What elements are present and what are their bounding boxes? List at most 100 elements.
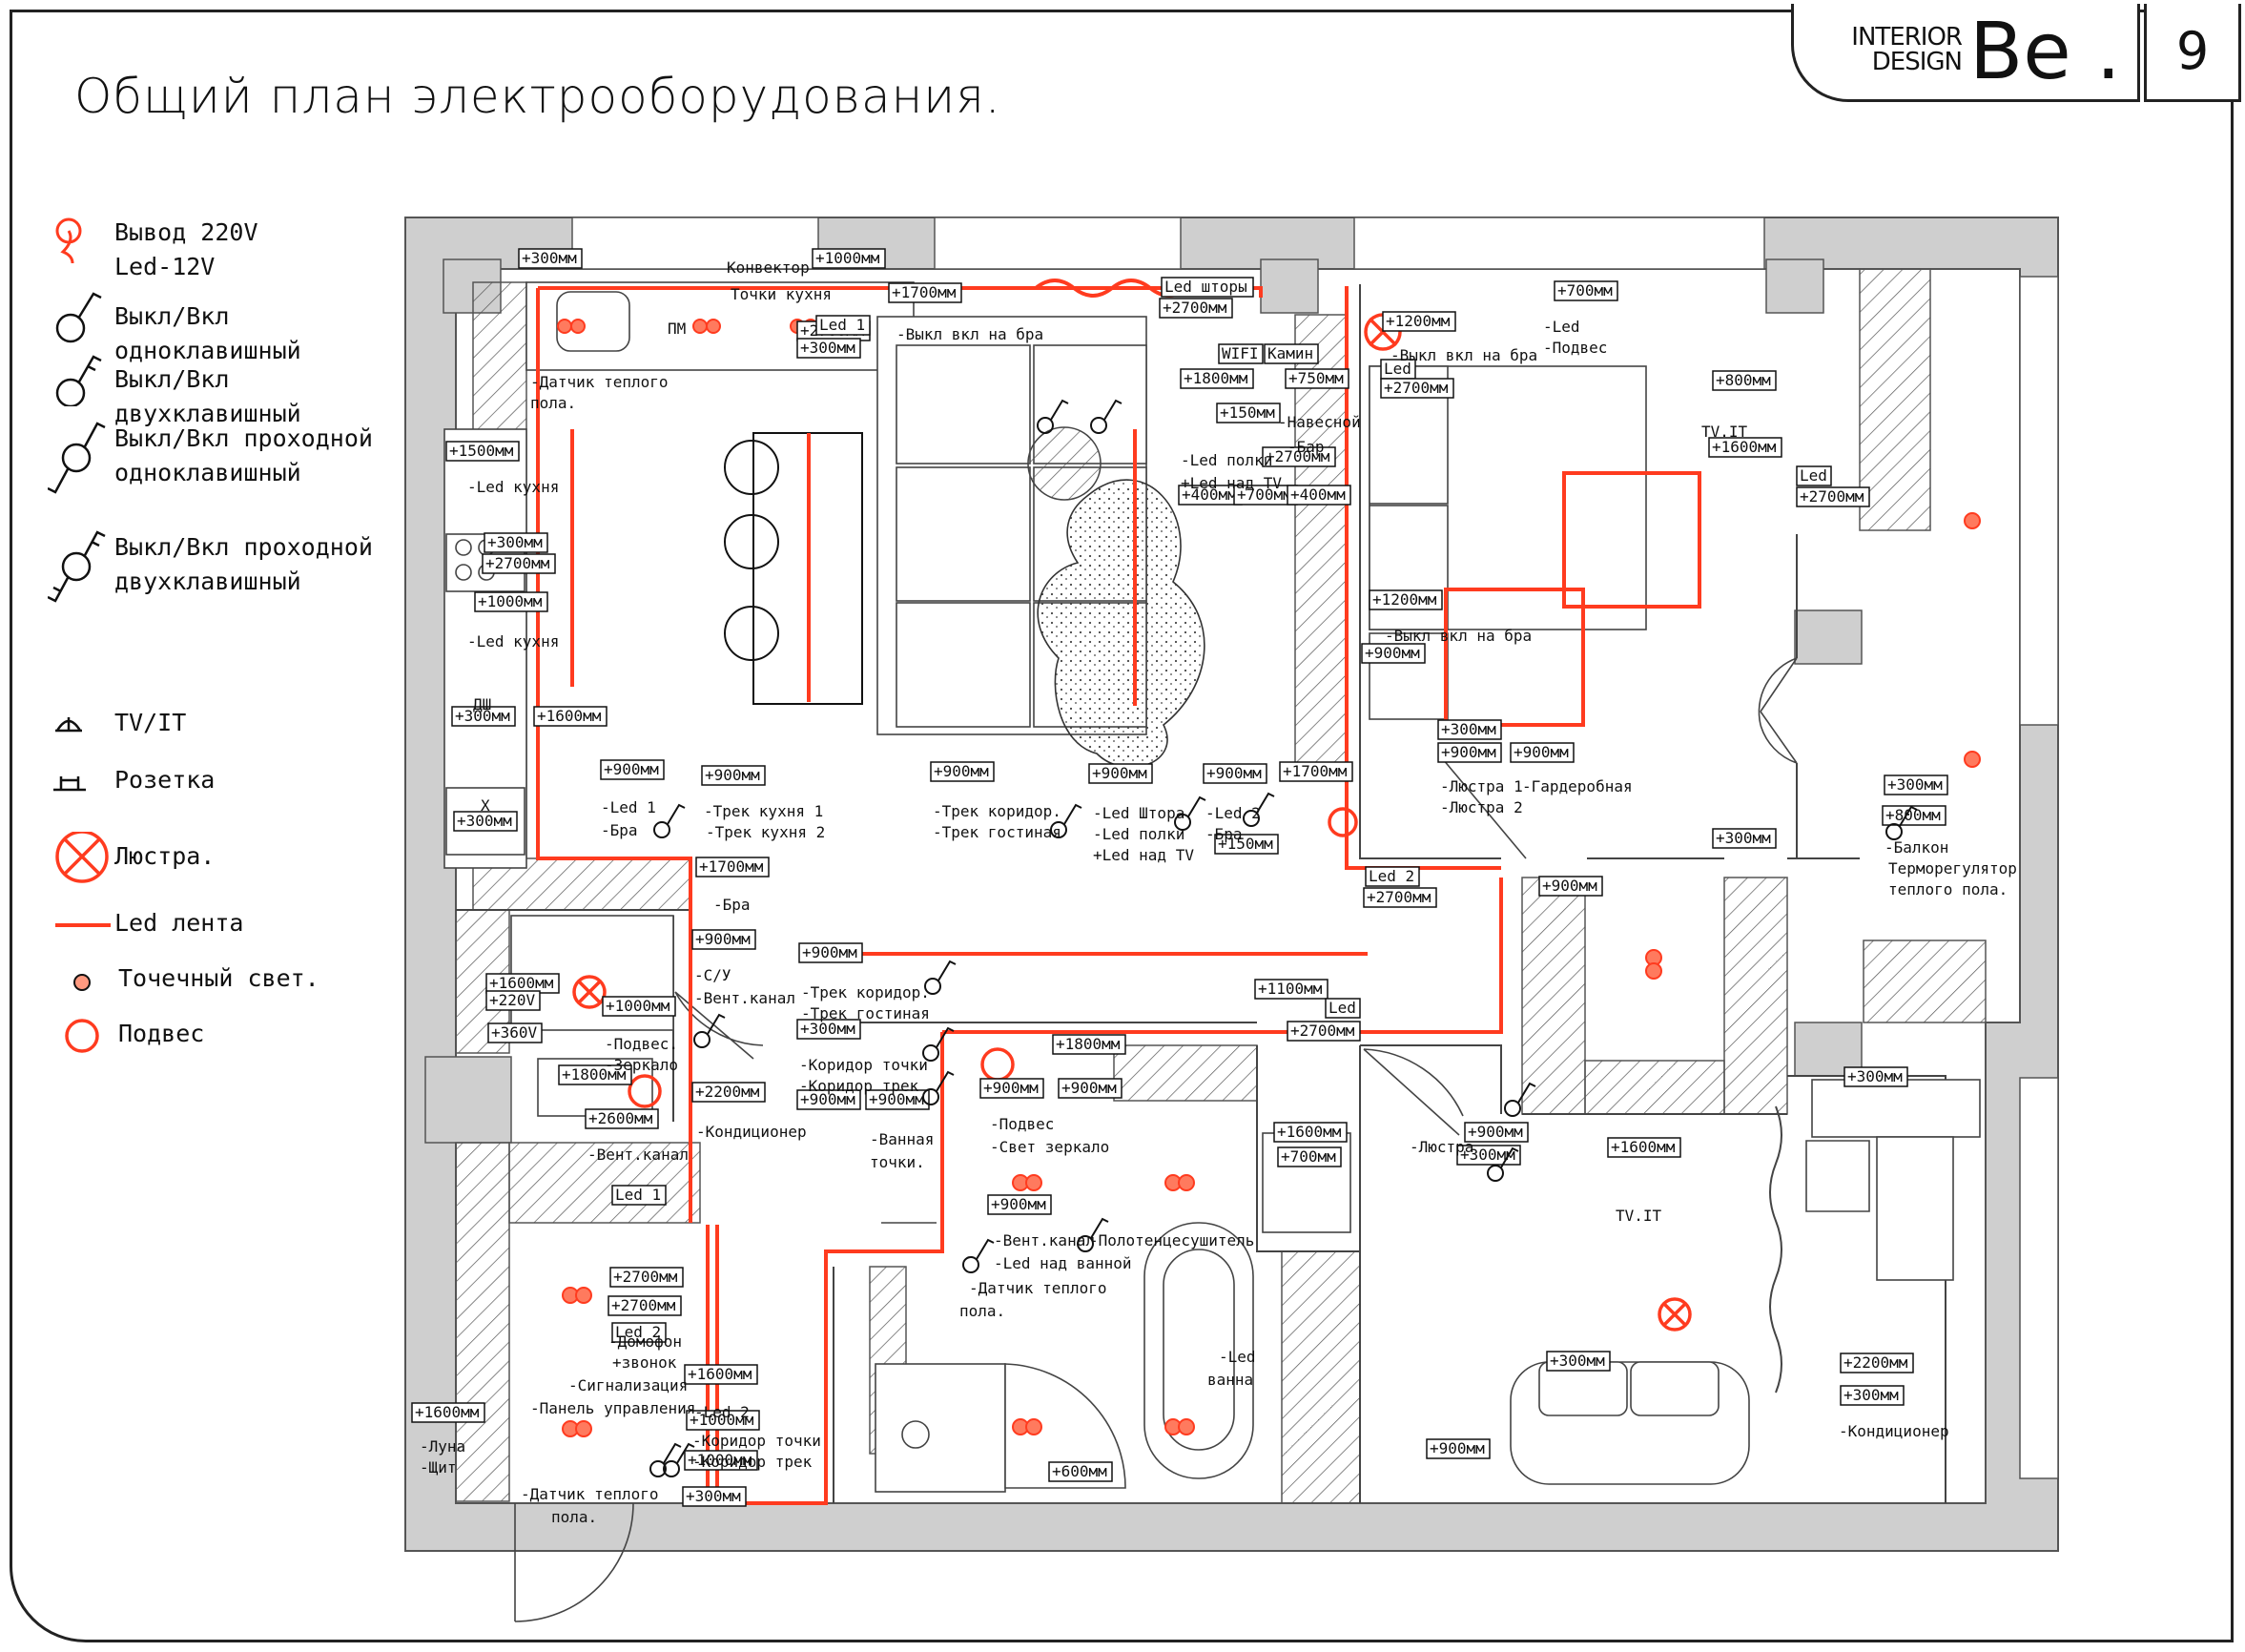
label-box <box>1538 876 1603 897</box>
device-label: TV.IT <box>1616 1207 1662 1225</box>
label-box <box>815 315 871 336</box>
height-label: +360V <box>491 1023 538 1042</box>
label-box <box>1088 763 1153 784</box>
label-box <box>1380 378 1454 399</box>
label-box <box>930 761 995 782</box>
device-label: -Вент.канал <box>994 1231 1095 1249</box>
device-label: теплого пола. <box>1888 880 2008 898</box>
device-label: -Led <box>1543 318 1580 336</box>
page-title: Общий план электрооборудования. <box>74 69 1001 124</box>
switch-icon <box>924 960 957 995</box>
label-box <box>1607 1137 1681 1158</box>
device-label: -Подвес. <box>605 1035 678 1053</box>
label-box <box>1712 828 1777 849</box>
device-label: -Выкл вкл на бра <box>896 325 1043 343</box>
height-label: +1600мм <box>415 1403 480 1421</box>
device-label: -Коридор точки <box>799 1056 928 1074</box>
label-box <box>482 553 556 574</box>
label-box <box>1796 486 1870 507</box>
height-label: +300мм <box>457 812 512 830</box>
label-box <box>453 811 518 832</box>
label-box <box>1796 465 1832 486</box>
height-label: Led 2 <box>1369 867 1414 885</box>
device-label: -Панель управления <box>530 1399 695 1417</box>
height-label: +1800мм <box>562 1065 627 1084</box>
label-box <box>1708 437 1782 458</box>
device-label: -Гардеробная <box>1522 777 1633 795</box>
partitions <box>456 284 1946 1503</box>
height-label: Led шторы <box>1164 278 1247 296</box>
device-label: -Led кухня <box>467 632 559 650</box>
bedroom2-furniture <box>1510 1079 1981 1485</box>
label-box <box>1048 1461 1113 1482</box>
height-label: +800мм <box>1716 371 1771 389</box>
device-label: -Полотенцесушитель <box>1089 1231 1254 1249</box>
height-label: +300мм <box>522 249 577 267</box>
legend-item: Выкл/Вкл проходной двухклавишный <box>48 525 410 603</box>
height-label: +2200мм <box>1843 1353 1908 1372</box>
height-label: +2600мм <box>588 1109 653 1127</box>
legend-label: Выкл/Вкл проходной двухклавишный <box>114 533 373 595</box>
height-label: +900мм <box>800 1090 855 1108</box>
bedroom-bed <box>1369 365 1647 720</box>
label-box <box>812 248 886 269</box>
switch-double-icon <box>55 355 102 406</box>
label-box <box>1161 277 1254 298</box>
device-label: -Люстра 1 <box>1440 777 1523 795</box>
label-box <box>1840 1385 1905 1406</box>
height-label: +900мм <box>934 762 989 780</box>
label-box <box>1882 805 1946 826</box>
led-strip-icon <box>55 923 111 927</box>
windows <box>571 217 2059 1479</box>
device-label: -Коридор трек <box>692 1453 813 1471</box>
label-box <box>1159 298 1233 319</box>
device-label: -Домофон <box>608 1332 682 1351</box>
label-box <box>1279 761 1353 782</box>
legend-item: Выкл/Вкл проходной одноклавишный <box>48 416 410 494</box>
label-box <box>1456 1145 1521 1166</box>
device-label: -Навесной <box>1278 413 1361 431</box>
device-label: -Бра <box>1205 825 1243 843</box>
height-label: +1000мм <box>688 1451 752 1469</box>
label-box <box>1369 589 1443 610</box>
height-label: +900мм <box>802 943 857 961</box>
label-box <box>796 1019 861 1040</box>
label-box <box>611 1322 667 1343</box>
height-label: +1600мм <box>1611 1138 1676 1156</box>
device-label: -Led 2 <box>1205 804 1261 822</box>
legend-item: Розетка <box>48 763 410 820</box>
device-label: -Люстра <box>1410 1138 1473 1156</box>
device-label: +Led над TV <box>1093 846 1194 864</box>
height-label: +300мм <box>800 1020 855 1038</box>
device-label: -Коридор трек <box>799 1077 919 1095</box>
height-label: +900мм <box>1542 877 1597 895</box>
label-box <box>888 282 962 303</box>
label-box <box>691 1082 766 1103</box>
legend-label: Розетка <box>114 766 216 794</box>
device-label: -Трек гостиная <box>801 1004 930 1022</box>
label-box <box>1285 368 1349 389</box>
switch-icon <box>693 1013 726 1048</box>
height-label: +700мм <box>1237 485 1292 504</box>
label-box <box>1884 774 1948 795</box>
tv-it-socket-icon <box>55 717 82 733</box>
device-label: -Датчик теплого <box>530 373 669 391</box>
legend-item: Подвес <box>48 1007 410 1064</box>
label-box <box>1325 998 1361 1019</box>
legend-item: Точечный свет. <box>48 950 410 1007</box>
label-box <box>1058 1078 1122 1099</box>
label-box <box>1218 343 1264 364</box>
switch-icon <box>1243 792 1275 827</box>
label-box <box>1273 1122 1348 1143</box>
height-label: +1700мм <box>1283 762 1348 780</box>
label-box <box>796 1089 861 1110</box>
legend-label: Led лента <box>114 909 244 937</box>
switch-icon <box>1050 803 1082 838</box>
device-label: -Трек кухня 1 <box>704 802 823 820</box>
height-label: WIFI <box>1222 344 1259 362</box>
page-number-box: 9 <box>2144 4 2241 102</box>
switch-pass-single-icon <box>48 422 106 494</box>
device-label: -Бра <box>713 896 751 914</box>
